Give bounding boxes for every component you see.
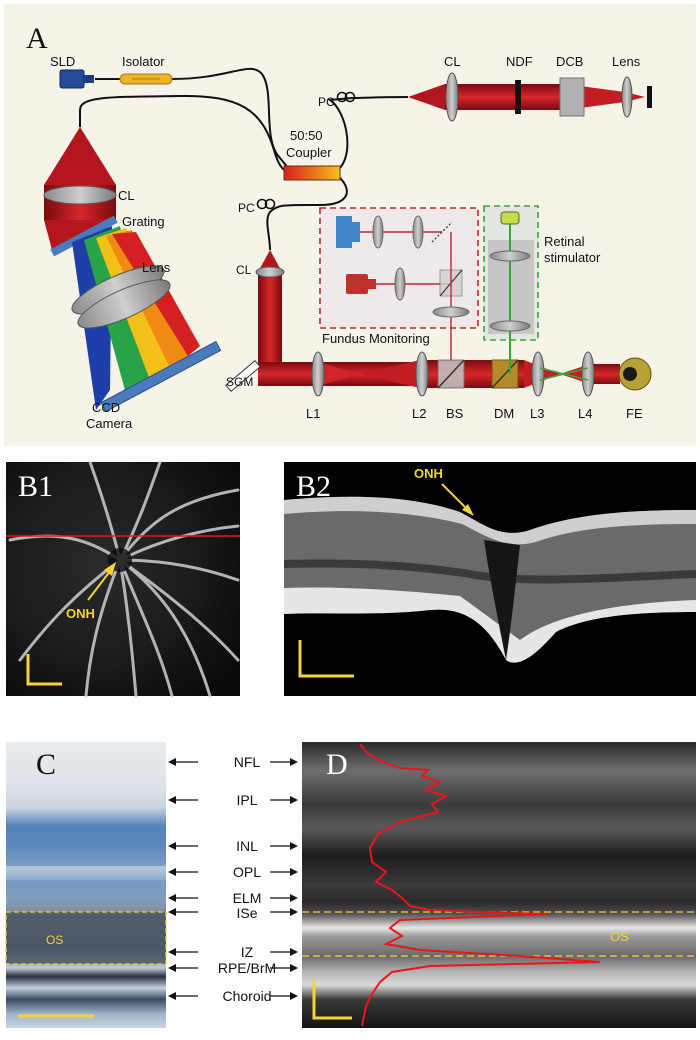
os-box-c bbox=[5, 911, 167, 965]
lens-l4 bbox=[581, 351, 595, 397]
ccd-label: CCD bbox=[92, 400, 120, 415]
scale-bar-b1 bbox=[26, 654, 62, 686]
layer-name-ipl: IPL bbox=[236, 792, 257, 808]
retinal-stimulator-box bbox=[483, 205, 539, 374]
l4-label: L4 bbox=[578, 406, 592, 421]
dcb-label: DCB bbox=[556, 54, 583, 69]
coupler-label: Coupler bbox=[286, 145, 332, 160]
lens-top-label: Lens bbox=[612, 54, 641, 69]
retinal-label-line2: stimulator bbox=[544, 250, 601, 265]
panel-c: OS C bbox=[5, 742, 167, 1028]
polarization-controller-mid bbox=[256, 198, 276, 210]
l2-label: L2 bbox=[412, 406, 426, 421]
layer-label-elm: ELM bbox=[168, 890, 298, 906]
layer-name-opl: OPL bbox=[233, 864, 261, 880]
panel-d: OS D bbox=[302, 742, 696, 1028]
sgm-label: SGM bbox=[226, 375, 253, 389]
coupler bbox=[283, 165, 341, 181]
layer-name-ise: ISe bbox=[236, 905, 257, 921]
os-label-d: OS bbox=[610, 929, 629, 944]
lens-l2 bbox=[415, 351, 429, 397]
dcb-block bbox=[559, 77, 585, 117]
layer-labels: NFL IPL INL OPL ELM ISe bbox=[168, 754, 298, 1004]
histology-os bbox=[6, 912, 166, 964]
grating bbox=[50, 215, 118, 257]
panel-b1: B1 ONH bbox=[6, 460, 240, 698]
camera-label: Camera bbox=[86, 416, 133, 431]
cl-spectrometer-label: CL bbox=[118, 188, 135, 203]
pc-top-label: PC bbox=[318, 95, 335, 109]
grating-label: Grating bbox=[122, 214, 165, 229]
layer-name-iz: IZ bbox=[241, 944, 254, 960]
layer-name-rpe-brm: RPE/BrM bbox=[218, 960, 276, 976]
lens-reference bbox=[621, 76, 633, 118]
panel-a: A SLD Isolator bbox=[4, 4, 696, 446]
lens-spectrometer-b bbox=[77, 279, 171, 329]
fundus-camera bbox=[336, 216, 352, 248]
fe-label: FE bbox=[626, 406, 643, 421]
lens-l3 bbox=[531, 351, 545, 397]
scale-bar-d bbox=[312, 980, 352, 1020]
lens-spectrometer-label: Lens bbox=[142, 260, 171, 275]
fundus-label: Fundus Monitoring bbox=[322, 331, 430, 346]
spectrometer bbox=[43, 127, 222, 413]
cl-top-label: CL bbox=[444, 54, 461, 69]
layer-label-ipl: IPL bbox=[168, 792, 298, 808]
layer-name-nfl: NFL bbox=[234, 754, 261, 770]
layer-name-elm: ELM bbox=[233, 890, 262, 906]
l1-label: L1 bbox=[306, 406, 320, 421]
cl-lens-spectrometer bbox=[43, 185, 117, 205]
oct-profile-image bbox=[302, 742, 696, 1028]
layer-label-opl: OPL bbox=[168, 864, 298, 880]
panel-b2-letter: B2 bbox=[296, 470, 331, 503]
stimulus-led bbox=[500, 211, 520, 225]
cl-lens-reference bbox=[445, 72, 459, 122]
scanning-galvo-mirror bbox=[225, 360, 261, 392]
cl-sample-label: CL bbox=[236, 263, 252, 277]
panel-b2: B2 ONH bbox=[284, 462, 696, 696]
sample-arm bbox=[225, 250, 652, 397]
onh-label-b2: ONH bbox=[414, 466, 443, 481]
panel-d-letter: D bbox=[326, 748, 348, 781]
ccd-camera bbox=[100, 340, 222, 413]
layer-name-inl: INL bbox=[236, 838, 258, 854]
sld-label: SLD bbox=[50, 54, 75, 69]
layer-label-choroid: Choroid bbox=[168, 988, 298, 1004]
layer-name-choroid: Choroid bbox=[222, 988, 271, 1004]
ndf-label: NDF bbox=[506, 54, 533, 69]
l3-label: L3 bbox=[530, 406, 544, 421]
sld-source bbox=[59, 69, 85, 89]
bs-label: BS bbox=[446, 406, 464, 421]
ndf-filter bbox=[515, 80, 521, 114]
reference-mirror bbox=[647, 86, 652, 108]
dm-label: DM bbox=[494, 406, 514, 421]
retinal-label-line1: Retinal bbox=[544, 234, 585, 249]
illumination-source bbox=[346, 274, 368, 294]
layer-label-iz: IZ bbox=[168, 944, 298, 960]
reference-arm bbox=[408, 72, 652, 122]
layer-label-nfl: NFL bbox=[168, 754, 298, 770]
panel-a-letter: A bbox=[26, 22, 48, 55]
layer-label-rpe-brm: RPE/BrM bbox=[168, 960, 298, 976]
reflectance-profile bbox=[359, 743, 601, 1027]
scale-bar-b2 bbox=[298, 640, 354, 678]
layer-label-inl: INL bbox=[168, 838, 298, 854]
os-label-c: OS bbox=[46, 933, 63, 947]
panel-c-letter: C bbox=[36, 748, 56, 781]
layer-label-ise: ISe bbox=[168, 905, 298, 921]
fundus-monitoring-box bbox=[319, 207, 479, 360]
coupler-ratio-label: 50:50 bbox=[290, 128, 323, 143]
onh-label-b1: ONH bbox=[66, 606, 95, 621]
isolator-label: Isolator bbox=[122, 54, 165, 69]
cl-lens-sample bbox=[255, 266, 285, 278]
polarization-controller-top bbox=[336, 91, 356, 103]
panel-b1-letter: B1 bbox=[18, 470, 53, 503]
pc-mid-label: PC bbox=[238, 201, 255, 215]
lens-l1 bbox=[311, 351, 325, 397]
